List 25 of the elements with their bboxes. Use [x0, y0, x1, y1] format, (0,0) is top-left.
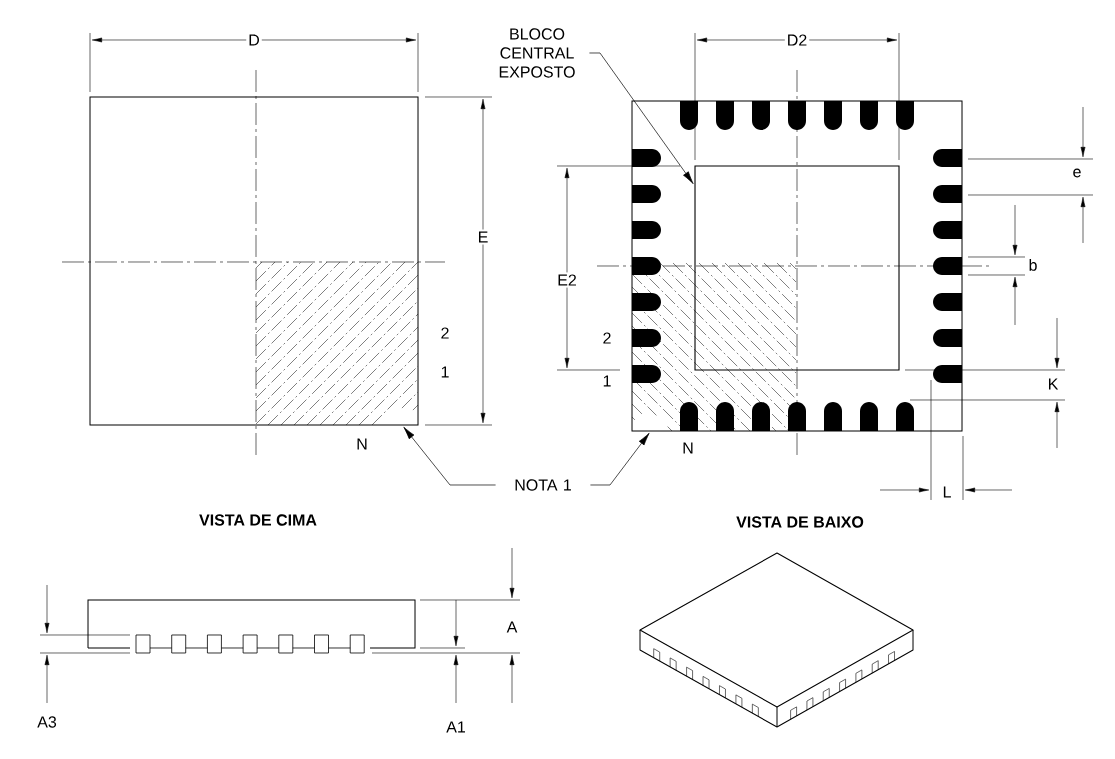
dimension-label: K: [1045, 376, 1061, 392]
dimension-label: E2: [555, 272, 579, 288]
leader-line: [590, 432, 650, 486]
dimension-label: E: [475, 229, 491, 245]
pin-number: 1: [438, 364, 452, 380]
dimension-label: D2: [784, 32, 810, 48]
pin-number: 2: [600, 330, 614, 346]
pin-count-label: N: [354, 436, 370, 452]
view-title: VISTA DE BAIXO: [734, 514, 866, 530]
dimension-label: L: [940, 484, 954, 500]
callout-text: NOTA 1: [515, 479, 571, 491]
dimension-label: D: [246, 32, 262, 48]
dimension-label: A1: [444, 719, 468, 735]
leader-line: [589, 52, 694, 184]
pin-number: 1: [600, 373, 614, 389]
dimension-label: A: [504, 619, 520, 635]
dimension-label: A3: [35, 714, 59, 730]
pin-count-label: N: [680, 440, 696, 456]
exposed-pad: [694, 165, 900, 371]
pin-number: 2: [438, 325, 452, 341]
view-title: VISTA DE CIMA: [197, 512, 319, 528]
dimension-label: b: [1026, 257, 1040, 273]
leader-line: [403, 426, 496, 486]
callout-text: BLOCO CENTRAL EXPOSTO: [499, 28, 575, 78]
dimension-label: e: [1070, 166, 1084, 180]
